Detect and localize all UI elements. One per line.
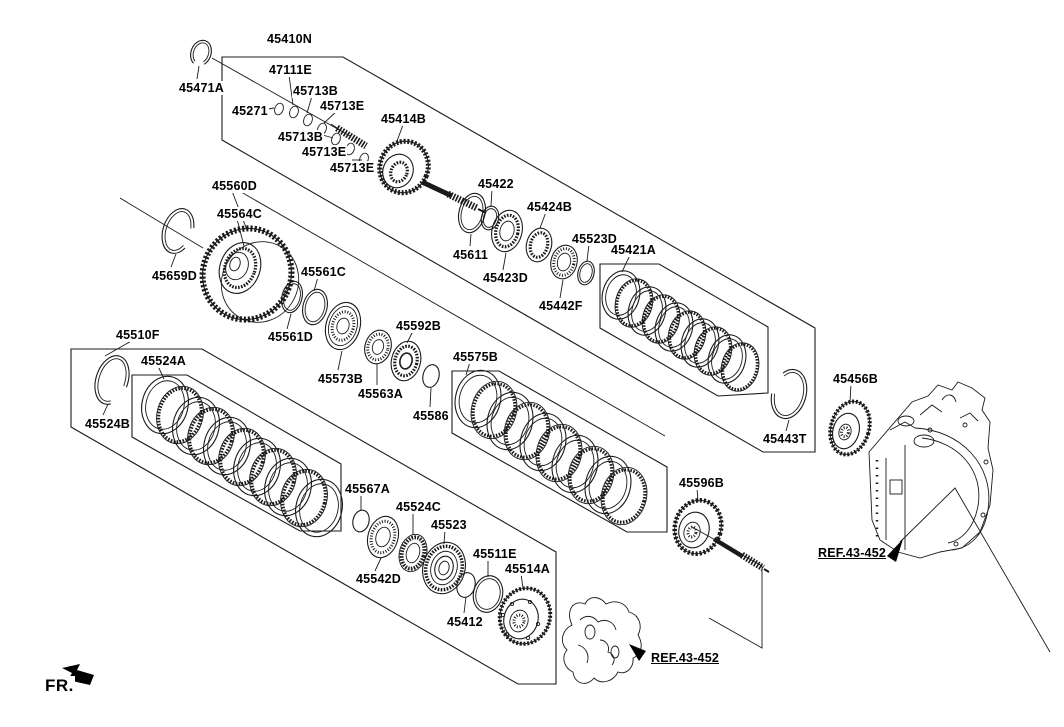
- part-label-45573B: 45573B: [317, 372, 364, 386]
- part-label-45442F: 45442F: [538, 299, 584, 313]
- part-drawing-45561C: [302, 288, 328, 326]
- part-label-45511E: 45511E: [472, 547, 518, 561]
- part-label-45422: 45422: [477, 177, 515, 191]
- part-drawing-45524B: [94, 355, 130, 405]
- part-label-45412: 45412: [446, 615, 484, 629]
- part-drawing-45511E: [472, 575, 504, 613]
- part-label-45713E-2: 45713E: [301, 145, 348, 159]
- part-drawing-45563A: [364, 329, 392, 365]
- leader-lines: [102, 65, 852, 614]
- part-label-45659D: 45659D: [151, 269, 198, 283]
- ref-arrow-bottom: [629, 644, 646, 661]
- part-drawing-45523: [422, 541, 466, 595]
- part-drawing-45424B: [525, 227, 553, 263]
- part-label-45524A: 45524A: [140, 354, 187, 368]
- part-label-45424B: 45424B: [526, 200, 573, 214]
- part-drawing-45514A-drum: [497, 586, 553, 646]
- part-drawing-45596B-gear: [672, 498, 770, 573]
- part-label-45713B-1: 45713B: [292, 84, 339, 98]
- part-drawing-45471A: [190, 39, 212, 67]
- part-drawing-45422: [480, 205, 500, 231]
- ref-link-gasket[interactable]: REF.43-452: [650, 651, 721, 665]
- part-label-45524B: 45524B: [84, 417, 131, 431]
- part-label-45561D: 45561D: [267, 330, 314, 344]
- part-drawing-45573B: [324, 301, 362, 351]
- group-box-45421A: [599, 263, 769, 397]
- part-label-45514A: 45514A: [504, 562, 551, 576]
- group-box-45575B: [451, 370, 668, 533]
- part-drawing-45560D-drum: [199, 225, 300, 323]
- part-label-45586: 45586: [412, 409, 450, 423]
- fr-direction-label: FR.: [44, 676, 75, 696]
- part-label-45414B: 45414B: [380, 112, 427, 126]
- axis-lines: [119, 57, 1051, 653]
- part-drawing-45575B-clutch-pack: [454, 369, 648, 526]
- part-drawing-45414B-input-shaft: [330, 123, 487, 214]
- part-label-45510F: 45510F: [115, 328, 161, 342]
- part-drawing-45443T: [770, 368, 808, 420]
- part-drawing-45421A-clutch-pack: [601, 270, 760, 392]
- part-drawing-45542D: [366, 515, 400, 559]
- part-drawing-45523D: [577, 260, 595, 286]
- part-label-47111E: 47111E: [268, 63, 313, 77]
- part-label-45524C: 45524C: [395, 500, 442, 514]
- part-label-45713E-1: 45713E: [319, 99, 366, 113]
- group-box-45410N: [221, 56, 816, 453]
- part-label-45611: 45611: [452, 248, 490, 262]
- part-drawing-45561D: [281, 280, 303, 314]
- part-drawing-45659D: [161, 208, 195, 254]
- part-drawing-45442F: [550, 244, 578, 280]
- part-drawing-45586: [422, 364, 440, 388]
- part-drawing-45567A: [352, 509, 370, 533]
- part-label-45592B: 45592B: [395, 319, 442, 333]
- part-label-45713B-2: 45713B: [277, 130, 324, 144]
- part-label-45596B: 45596B: [678, 476, 725, 490]
- part-label-45560D: 45560D: [211, 179, 258, 193]
- part-label-45271: 45271: [231, 104, 269, 118]
- part-label-45410N: 45410N: [266, 32, 313, 46]
- part-drawing-45592B: [390, 340, 422, 382]
- group-box-45524A: [131, 374, 342, 532]
- part-label-45443T: 45443T: [762, 432, 808, 446]
- part-label-45575B: 45575B: [452, 350, 499, 364]
- gasket-drawing: [561, 597, 642, 684]
- part-label-45561C: 45561C: [300, 265, 347, 279]
- part-label-45523: 45523: [430, 518, 468, 532]
- part-label-45563A: 45563A: [357, 387, 404, 401]
- part-label-45421A: 45421A: [610, 243, 657, 257]
- part-label-45713E-3: 45713E: [329, 161, 376, 175]
- part-drawing-45456B: [828, 399, 872, 457]
- ref-link-case[interactable]: REF.43-452: [817, 546, 888, 560]
- ref-arrow-right: [887, 539, 903, 562]
- part-label-45564C: 45564C: [216, 207, 263, 221]
- part-drawing-45423D: [491, 209, 523, 253]
- part-label-45523D: 45523D: [571, 232, 618, 246]
- transmission-case-drawing: [868, 381, 994, 559]
- part-label-45542D: 45542D: [355, 572, 402, 586]
- part-label-45456B: 45456B: [832, 372, 879, 386]
- part-drawing-45524A-clutch-pack: [141, 375, 343, 538]
- group-box-45510F: [70, 348, 557, 685]
- part-label-45567A: 45567A: [344, 482, 391, 496]
- part-label-45423D: 45423D: [482, 271, 529, 285]
- part-label-45471A: 45471A: [178, 81, 225, 95]
